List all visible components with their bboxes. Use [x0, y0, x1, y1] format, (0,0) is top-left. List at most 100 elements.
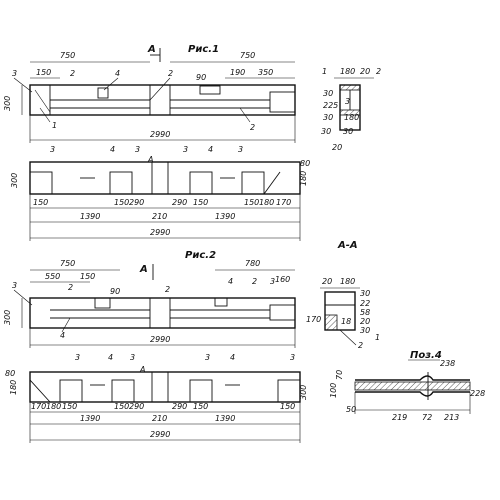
- pos-label: 3: [75, 353, 80, 362]
- dim-72: 72: [422, 413, 432, 422]
- center-gap: [149, 297, 171, 329]
- pos-label: 3: [12, 69, 17, 78]
- dim-750: 750: [60, 259, 75, 268]
- pos-label: 3: [345, 97, 350, 106]
- dim-180: 180: [259, 198, 274, 207]
- pos-label: 4: [230, 353, 235, 362]
- plan-taper: [29, 379, 51, 403]
- dim-20: 20: [322, 277, 332, 286]
- overall-2990: 2990: [150, 430, 170, 439]
- dim-150: 150: [193, 198, 208, 207]
- pos4-hatch: [354, 381, 471, 391]
- end-block-right: [269, 304, 296, 321]
- pos4-detail: Поз.4 238 70 100 228 50 219 72 213: [329, 350, 485, 422]
- dim-150: 150: [244, 198, 259, 207]
- lifting-loop: [94, 297, 111, 309]
- end-block-right: [269, 91, 296, 113]
- pos4-lower-bar: [355, 391, 470, 397]
- dim-30: 30: [360, 326, 370, 335]
- dim-180: 180: [340, 277, 355, 286]
- dim-1390: 1390: [80, 414, 100, 423]
- dim-100: 100: [329, 383, 338, 398]
- end-block-left: [29, 84, 51, 116]
- plan-block: [59, 379, 83, 403]
- section-marker: А: [139, 365, 145, 374]
- pos-label: 4: [108, 353, 113, 362]
- dim-160: 160: [275, 275, 290, 284]
- dim-58: 58: [360, 308, 370, 317]
- dim-150: 150: [114, 198, 129, 207]
- dim-210: 210: [152, 212, 167, 221]
- dim-18: 18: [341, 317, 351, 326]
- pos-label: 3: [50, 145, 55, 154]
- pos-label: 2: [376, 67, 381, 76]
- leader-line: [13, 289, 33, 306]
- fig2-elevation: Рис.2 А 750 550 150 780 160 90 3 2 4 2 3…: [3, 250, 296, 348]
- dim-550: 550: [45, 272, 60, 281]
- dim-90: 90: [196, 73, 206, 82]
- plan-outline: [29, 161, 301, 195]
- pos-label: 4: [60, 331, 65, 340]
- plan-block: [29, 171, 53, 195]
- overall-2990: 2990: [150, 335, 170, 344]
- dim-1390: 1390: [80, 212, 100, 221]
- dim-219: 219: [392, 413, 407, 422]
- dim-150: 150: [36, 68, 51, 77]
- dim-750-left: 750: [60, 51, 75, 60]
- dim-150: 150: [280, 402, 295, 411]
- pos-label: 3: [12, 281, 17, 290]
- dim-350: 350: [258, 68, 273, 77]
- section-flange-top: [339, 84, 361, 91]
- dim-210: 210: [152, 414, 167, 423]
- leader-line: [13, 77, 33, 93]
- dim-300: 300: [10, 173, 19, 188]
- fig1-title: Рис.1: [188, 44, 219, 55]
- dim-150: 150: [62, 402, 77, 411]
- pos-label: 2: [68, 283, 73, 292]
- beam-outline: [29, 297, 296, 329]
- plan-block: [109, 171, 133, 195]
- pos4-upper-bar: [355, 375, 470, 381]
- lifting-loop: [97, 87, 109, 99]
- dim-150: 150: [114, 402, 129, 411]
- dim-180: 180: [46, 402, 61, 411]
- pos-label: 4: [115, 69, 120, 78]
- dim-30: 30: [343, 127, 353, 136]
- dim-180: 180: [299, 171, 308, 186]
- dim-300: 300: [3, 310, 12, 325]
- pos-label: 2: [168, 69, 173, 78]
- dim-30: 30: [323, 113, 333, 122]
- leader-line: [61, 317, 71, 333]
- plan-outline: [29, 371, 301, 403]
- pos-label: 1: [375, 333, 380, 342]
- overall-2990: 2990: [150, 228, 170, 237]
- dim-20: 20: [360, 67, 370, 76]
- pos-label: 4: [228, 277, 233, 286]
- fig1-elevation: Рис.1 А 750 750 150 190 350 90 3 2 4 2 1…: [3, 44, 296, 143]
- pos-label: 3: [290, 353, 295, 362]
- dim-225: 225: [323, 101, 338, 110]
- dim-300: 300: [299, 385, 308, 400]
- plan-block: [111, 379, 135, 403]
- dim-290: 290: [129, 198, 144, 207]
- section-marker: А: [147, 155, 153, 164]
- leader-line: [339, 329, 357, 346]
- pos-label: 2: [70, 69, 75, 78]
- dim-20: 20: [332, 143, 342, 152]
- dim-238: 238: [440, 359, 455, 368]
- dim-70: 70: [335, 370, 344, 380]
- pos-label: 1: [52, 121, 57, 130]
- dim-20: 20: [360, 317, 370, 326]
- dim-290: 290: [172, 198, 187, 207]
- dim-22: 22: [360, 299, 370, 308]
- dim-90: 90: [110, 287, 120, 296]
- dim-190: 190: [230, 68, 245, 77]
- dim-750-right: 750: [240, 51, 255, 60]
- dim-290: 290: [172, 402, 187, 411]
- overall-2990: 2990: [150, 130, 170, 139]
- pos-label: 2: [165, 285, 170, 294]
- dim-80: 80: [300, 159, 310, 168]
- plan-block: [189, 171, 213, 195]
- center-gap: [149, 84, 171, 116]
